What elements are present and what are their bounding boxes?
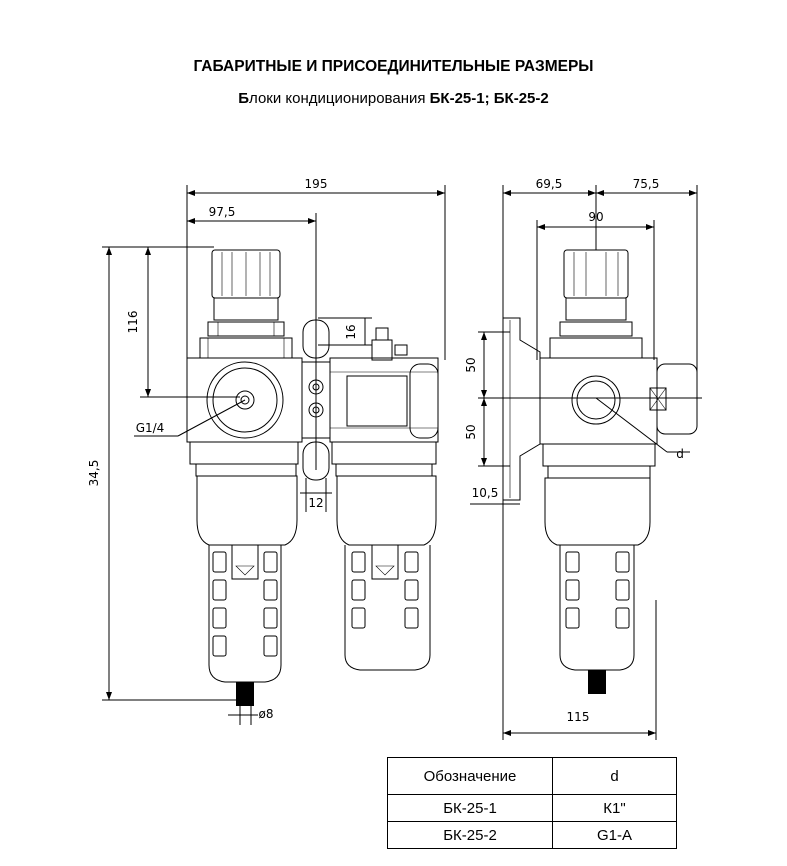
dim-base: 115 (567, 710, 590, 724)
filter-regulator-body (186, 357, 303, 477)
dim-slot: 16 (344, 324, 358, 339)
table-row: БК-25-1 К1" (387, 794, 677, 822)
side-bracket (502, 317, 541, 501)
subtitle-prefix: Б (238, 90, 250, 107)
dim-port-label: G1/4 (136, 421, 165, 435)
side-bowl (544, 477, 651, 694)
lubricator-bowl (336, 475, 437, 671)
subtitle-lower: локи кондиционирования (249, 90, 426, 107)
drawing-title: ГАБАРИТНЫЕ И ПРИСОЕДИНИТЕЛЬНЫЕ РАЗМЕРЫ (193, 58, 594, 75)
side-view: 69,5 75,5 90 50 50 10,5 (464, 177, 702, 740)
filter-bowl (196, 475, 298, 706)
dim-port: d (676, 447, 684, 461)
table-cell: БК-25-1 (387, 794, 553, 822)
regulator-knob (199, 249, 293, 359)
dim-drain: ø8 (259, 707, 274, 721)
side-dimensions: 69,5 75,5 90 50 50 10,5 (464, 177, 702, 740)
dim-half-width: 97,5 (209, 205, 236, 219)
dim-gap: 12 (308, 496, 323, 510)
table-cell: К1" (552, 794, 677, 822)
dim-overall-width: 195 (305, 177, 328, 191)
dim-bracket: 10,5 (472, 486, 499, 500)
table-header-cell: d (552, 757, 677, 795)
dim-left: 69,5 (536, 177, 563, 191)
table-row: БК-25-2 G1-A (387, 821, 677, 849)
table-cell: G1-A (552, 821, 677, 849)
dim-top-height: 116 (126, 311, 140, 334)
dim-lower: 50 (464, 424, 478, 439)
side-knob (549, 249, 643, 359)
table-header-cell: Обозначение (387, 757, 553, 795)
lubricator-body (329, 327, 439, 477)
dim-overall-height: 34,5 (87, 460, 101, 487)
dim-upper: 50 (464, 357, 478, 372)
table-header-row: Обозначение d (387, 757, 677, 795)
designation-table: Обозначение d БК-25-1 К1" БК-25-2 G1-A (387, 757, 677, 849)
drawing-subtitle: Блоки кондиционирования БК-25-1; БК-25-2 (0, 90, 787, 107)
side-body (539, 357, 698, 479)
dim-right: 75,5 (633, 177, 660, 191)
subtitle-models: БК-25-1; БК-25-2 (425, 90, 549, 107)
dim-width: 90 (588, 210, 603, 224)
table-cell: БК-25-2 (387, 821, 553, 849)
front-dimensions: 195 97,5 116 34,5 16 (87, 177, 446, 725)
front-view: 195 97,5 116 34,5 16 (87, 177, 446, 725)
